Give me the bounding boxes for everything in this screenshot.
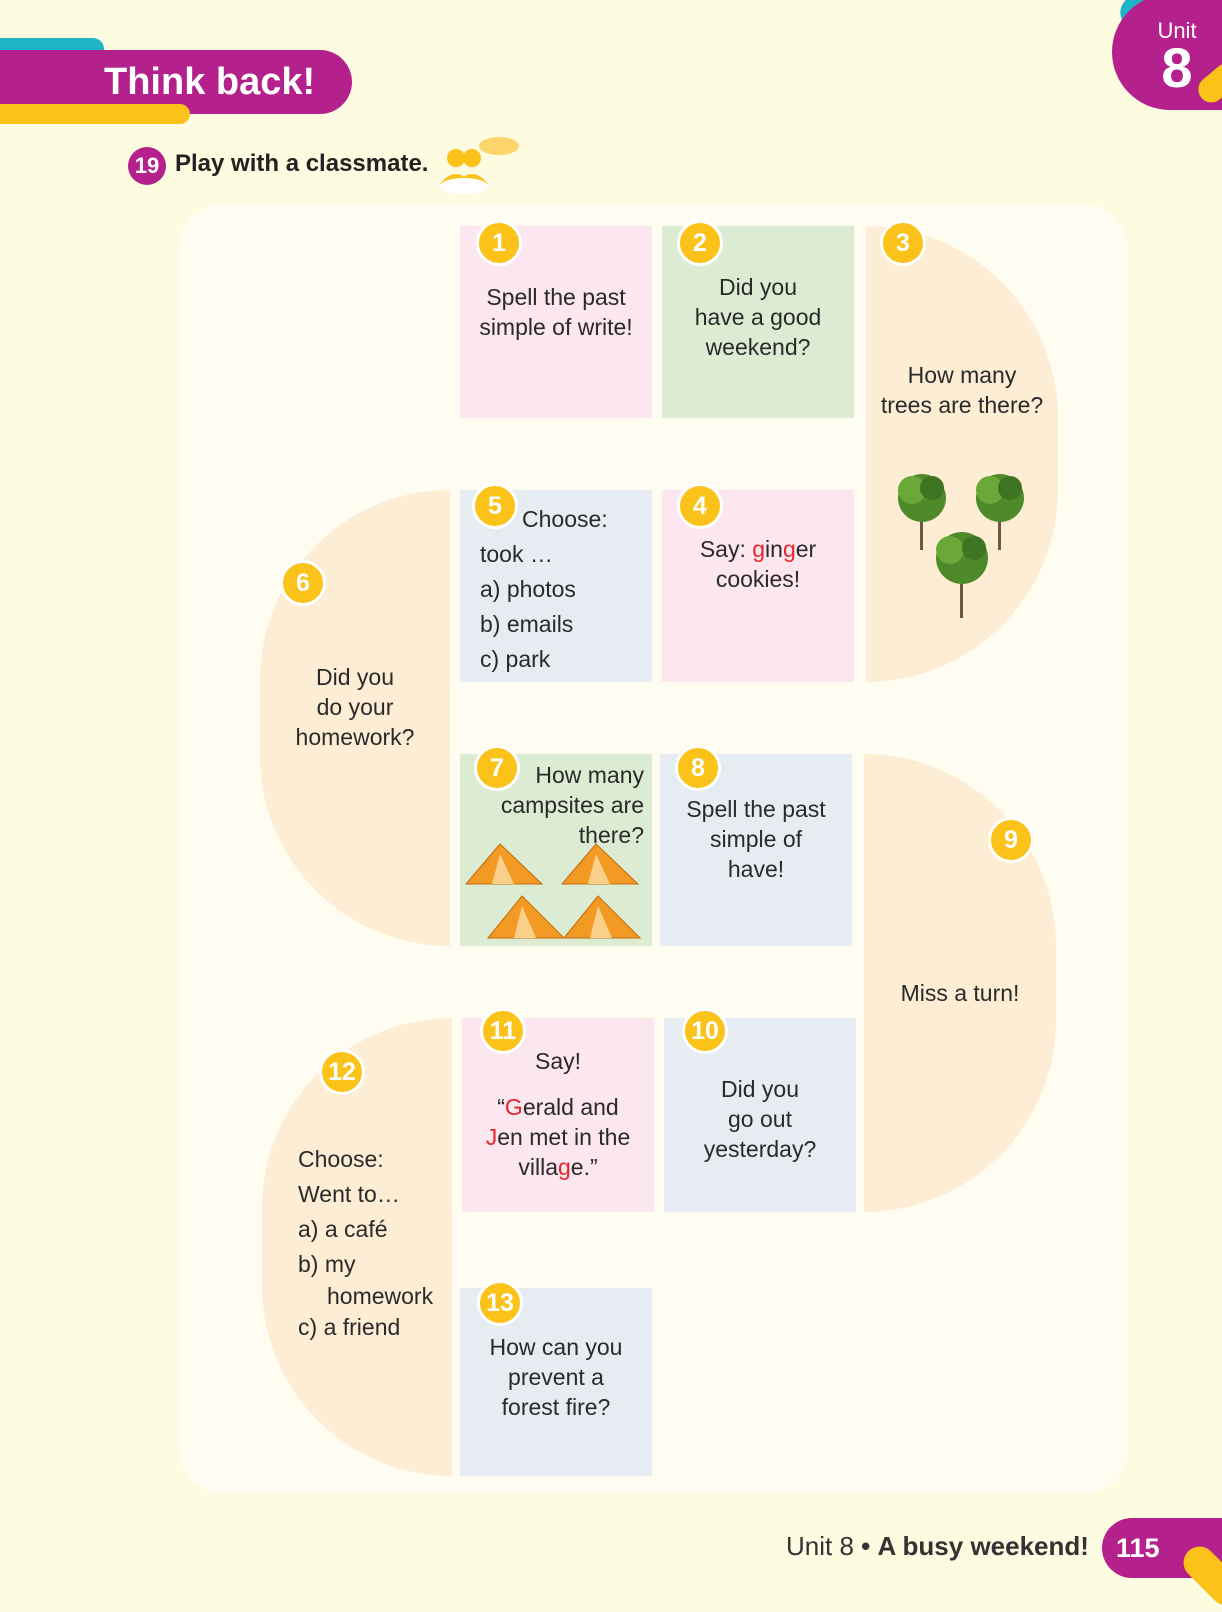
square-text: do your — [316, 694, 394, 720]
board-square-8[interactable]: Spell the past simple of have! — [660, 754, 852, 946]
square-text: How many — [535, 762, 644, 788]
square-text: village.” — [462, 1152, 654, 1182]
square-text: there? — [578, 822, 644, 848]
square-text: weekend? — [705, 334, 811, 360]
square-text: campsites are — [500, 792, 644, 818]
square-text: simple of write! — [479, 314, 633, 340]
square-text: Did you — [721, 1076, 799, 1102]
square-text: took … — [480, 541, 553, 567]
highlight-letter: g — [782, 536, 796, 562]
square-text: Did you — [316, 664, 394, 690]
square-text: Choose: — [522, 506, 608, 532]
square-text: Miss a turn! — [900, 980, 1020, 1006]
unit-number: 8 — [1161, 36, 1193, 99]
page-number-text: 115 — [1116, 1532, 1160, 1563]
exercise-instruction: Play with a classmate. — [175, 150, 429, 177]
exercise-number: 19 — [128, 147, 166, 185]
square-number-8: 8 — [675, 745, 721, 791]
square-number-12: 12 — [319, 1049, 365, 1095]
square-number-11: 11 — [480, 1008, 526, 1054]
highlight-letter: g — [557, 1154, 571, 1180]
square-text: trees are there? — [880, 392, 1044, 418]
square-number-7: 7 — [474, 745, 520, 791]
square-text: “Gerald and — [462, 1092, 654, 1122]
board-square-10[interactable]: Did you go out yesterday? — [664, 1018, 856, 1212]
square-number-2: 2 — [677, 220, 723, 266]
square-text: Spell the past — [486, 284, 626, 310]
highlight-letter: J — [485, 1124, 498, 1150]
square-text: have a good — [694, 304, 822, 330]
choice-option: c) park — [480, 646, 551, 672]
square-text: Went to… — [298, 1181, 400, 1207]
square-text: prevent a — [508, 1364, 604, 1390]
square-text: Say: ginger — [662, 534, 854, 564]
square-number-3: 3 — [880, 220, 926, 266]
option-key: b) — [298, 1251, 319, 1277]
trees-picture — [898, 474, 1024, 618]
highlight-letter: g — [752, 536, 766, 562]
page-title-text: Think back! — [104, 60, 316, 103]
text-part: e.” — [570, 1154, 598, 1180]
square-text: Spell the past — [686, 796, 826, 822]
text-part: “ — [497, 1094, 505, 1120]
square-text: Did you — [719, 274, 797, 300]
square-text: Choose: — [298, 1146, 384, 1172]
choice-option: b) emails — [480, 611, 574, 637]
text-part: villa — [518, 1154, 558, 1180]
square-text: Say! — [534, 1048, 582, 1074]
choice-option: c) a friend — [298, 1310, 452, 1345]
choice-option: a) photos — [480, 576, 576, 602]
unit-badge: Unit 8 — [1112, 0, 1222, 110]
text-part: Say: — [699, 536, 753, 562]
pair-work-icon — [440, 137, 519, 194]
square-text: go out — [728, 1106, 792, 1132]
square-text: How many — [907, 362, 1017, 388]
footer-bullet: • — [861, 1531, 871, 1561]
option-value: homework — [327, 1283, 434, 1309]
square-text: yesterday? — [703, 1136, 817, 1162]
square-number-4: 4 — [677, 483, 723, 529]
square-number-9: 9 — [988, 817, 1034, 863]
board-square-11[interactable]: Say! “Gerald and Jen met in the village.… — [462, 1018, 654, 1212]
square-text: homework? — [295, 724, 415, 750]
unit-label: Unit — [1157, 18, 1197, 43]
footer-unit: Unit 8 — [786, 1531, 854, 1561]
square-text: simple of — [709, 826, 803, 852]
option-value: a café — [324, 1216, 388, 1242]
text-part: en met in the — [497, 1124, 631, 1150]
tents-picture — [464, 843, 642, 939]
square-text: How can you — [489, 1334, 623, 1360]
square-number-6: 6 — [280, 560, 326, 606]
square-text: Jen met in the — [462, 1122, 654, 1152]
text-part: in — [765, 536, 783, 562]
board-square-1[interactable]: Spell the past simple of write! — [460, 226, 652, 418]
square-number-5: 5 — [472, 483, 518, 529]
text-part: erald and — [522, 1094, 619, 1120]
board-square-5[interactable]: Choose: took … a) photos b) emails c) pa… — [460, 490, 652, 682]
option-value: a friend — [323, 1314, 401, 1340]
text-part: er — [795, 536, 817, 562]
option-key: c) — [298, 1314, 318, 1340]
highlight-letter: G — [504, 1094, 523, 1120]
square-text: have! — [727, 856, 785, 882]
square-text: forest fire? — [501, 1394, 611, 1420]
footer-subtitle: A busy weekend! — [877, 1531, 1089, 1561]
choice-option: b) my — [298, 1247, 452, 1282]
square-number-1: 1 — [476, 220, 522, 266]
square-number-13: 13 — [477, 1280, 523, 1326]
option-value: my — [324, 1251, 356, 1277]
header-accent-yellow — [0, 104, 190, 124]
footer-unit-title: Unit 8 • A busy weekend! — [786, 1531, 1089, 1562]
square-text: cookies! — [715, 566, 801, 592]
square-number-10: 10 — [682, 1008, 728, 1054]
page-title: Think back! — [0, 50, 352, 114]
option-key: a) — [298, 1216, 319, 1242]
choice-option: a) a café — [298, 1212, 452, 1247]
